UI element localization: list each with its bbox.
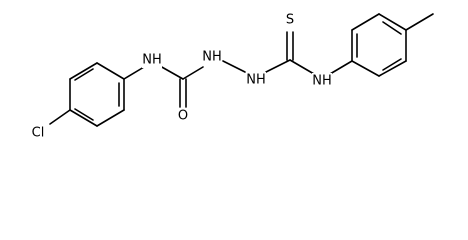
atom-label-nh-right: NH <box>312 73 332 89</box>
svg-text:NH: NH <box>202 50 222 65</box>
tolyl-ring <box>351 13 407 77</box>
atom-label-nh-left: NH <box>142 52 162 68</box>
svg-text:S: S <box>286 13 294 28</box>
thione-double-bond <box>286 31 294 61</box>
atom-label-hydrazine-nh-1: NH <box>202 49 222 65</box>
svg-text:NH: NH <box>312 74 332 89</box>
chlorophenyl-ring <box>69 62 125 127</box>
atom-label-oxygen: O <box>176 108 190 124</box>
svg-text:NH: NH <box>142 53 162 68</box>
n-carbonyl-bond <box>159 65 184 80</box>
aryl-n-bond-right <box>329 60 353 75</box>
hydrazine-thiocarbonyl-bond <box>265 59 291 73</box>
methyl-bond <box>405 13 434 31</box>
chemical-structure: Cl NH O NH NH S NH <box>28 12 434 141</box>
hydrazine-n-n-bond <box>222 60 246 73</box>
svg-text:Cl: Cl <box>32 126 45 141</box>
carbonyl-hydrazine-bond <box>182 66 204 80</box>
thiocarbonyl-n-bond <box>289 59 315 75</box>
atom-label-sulfur: S <box>283 12 297 28</box>
svg-text:O: O <box>178 109 188 124</box>
svg-text:NH: NH <box>246 73 266 88</box>
c-cl-bond <box>49 109 71 125</box>
atom-label-hydrazine-nh-2: NH <box>246 72 266 88</box>
carbonyl-double-bond <box>179 78 187 108</box>
atom-label-chlorine: Cl <box>28 125 48 141</box>
aryl-n-bond-left <box>123 66 145 80</box>
